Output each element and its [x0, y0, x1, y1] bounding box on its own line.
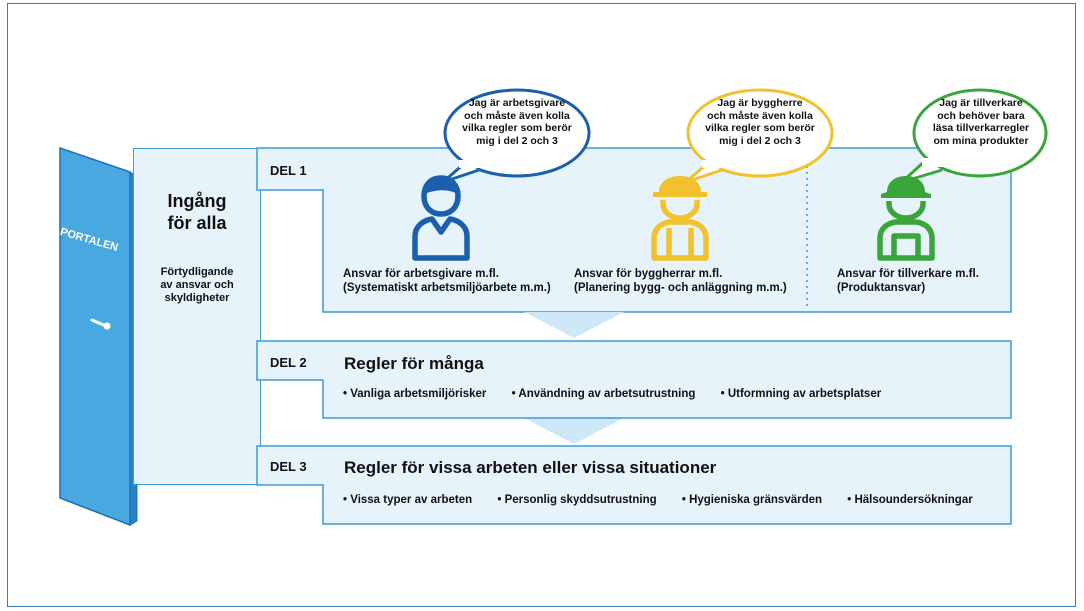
entrance-title: Ingång för alla	[133, 190, 261, 234]
del3-label: DEL 3	[270, 459, 307, 474]
list-item: • Vanliga arbetsmiljörisker	[343, 388, 487, 400]
bubble-line: och måste även kolla	[464, 109, 570, 122]
list-item-text: Vanliga arbetsmiljörisker	[350, 388, 487, 400]
bubble-line: mig i del 2 och 3	[476, 134, 558, 147]
list-item: • Personlig skyddsutrustning	[497, 494, 657, 506]
door-handle-icon	[90, 318, 111, 330]
responsibility-line: Ansvar för byggherrar m.fl.	[574, 268, 723, 280]
portal-door	[59, 146, 138, 527]
list-item: • Vissa typer av arbeten	[343, 494, 473, 506]
bubble-line: Jag är tillverkare	[939, 97, 1023, 109]
bubble-line: Jag är byggherre	[717, 97, 803, 109]
del2-label: DEL 2	[270, 355, 307, 370]
responsibility-line: Ansvar för arbetsgivare m.fl.	[343, 268, 499, 280]
bubble-line: mig i del 2 och 3	[719, 134, 801, 147]
bubble-line: och behöver bara	[937, 109, 1025, 122]
responsibility-line: (Systematiskt arbetsmiljöarbete m.m.)	[343, 282, 551, 294]
bubble-line: om mina produkter	[933, 134, 1029, 147]
bubble-line: vilka regler som berör	[462, 122, 572, 134]
bubble-employer-text: Jag är arbetsgivare och måste även kolla…	[445, 97, 589, 147]
entrance-subtitle-line: skyldigheter	[164, 292, 230, 304]
list-item-text: Vissa typer av arbeten	[350, 494, 473, 506]
bubble-line: läsa tillverkarregler	[932, 122, 1030, 134]
bubble-manufacturer-text: Jag är tillverkare och behöver bara läsa…	[913, 97, 1049, 147]
responsibility-employer: Ansvar för arbetsgivare m.fl. (Systemati…	[343, 267, 551, 295]
entrance-subtitle-line: Förtydligande	[160, 266, 234, 278]
hardhat-worker-icon	[651, 176, 709, 261]
del2-list: • Vanliga arbetsmiljörisker • Användning…	[343, 388, 903, 400]
cap-worker-icon	[877, 176, 935, 261]
arrow-del1-to-del2	[524, 312, 624, 338]
bubble-line: vilka regler som berör	[705, 122, 815, 134]
list-item-text: Hälsoundersökningar	[854, 494, 973, 506]
diagram-frame	[7, 3, 1076, 607]
responsibility-line: (Planering bygg- och anläggning m.m.)	[574, 282, 787, 294]
del1-label: DEL 1	[270, 163, 307, 178]
responsibility-line: Ansvar för tillverkare m.fl.	[837, 268, 979, 280]
list-item: • Utformning av arbetsplatser	[720, 388, 882, 400]
arrow-del2-to-del3	[524, 418, 624, 444]
entrance-title-line: Ingång	[167, 191, 227, 211]
responsibility-manufacturer: Ansvar för tillverkare m.fl. (Produktans…	[837, 267, 979, 295]
list-item-text: Hygieniska gränsvärden	[689, 494, 823, 506]
bubble-line: och måste även kolla	[707, 109, 813, 122]
del3-panel	[256, 445, 1012, 525]
list-item: • Hälsoundersökningar	[847, 494, 973, 506]
entrance-subtitle-line: av ansvar och	[160, 279, 234, 291]
list-item-text: Användning av arbetsutrustning	[518, 388, 696, 400]
bubble-builder	[684, 88, 834, 184]
responsibility-builder: Ansvar för byggherrar m.fl. (Planering b…	[574, 267, 787, 295]
del3-heading: Regler för vissa arbeten eller vissa sit…	[344, 458, 717, 477]
entrance-subtitle: Förtydligande av ansvar och skyldigheter	[133, 266, 261, 305]
list-item: • Hygieniska gränsvärden	[681, 494, 823, 506]
responsibility-line: (Produktansvar)	[837, 282, 926, 294]
list-item: • Användning av arbetsutrustning	[511, 388, 696, 400]
entrance-title-line: för alla	[167, 213, 227, 233]
bubble-builder-text: Jag är byggherre och måste även kolla vi…	[688, 97, 832, 147]
bubble-line: Jag är arbetsgivare	[468, 97, 566, 109]
del2-panel	[256, 340, 1012, 419]
bubble-employer	[441, 88, 591, 184]
del3-list: • Vissa typer av arbeten • Personlig sky…	[343, 494, 995, 506]
person-icon	[412, 175, 470, 261]
list-item-text: Utformning av arbetsplatser	[727, 388, 882, 400]
list-item-text: Personlig skyddsutrustning	[504, 494, 657, 506]
del2-heading: Regler för många	[344, 354, 484, 373]
entrance-panel	[133, 148, 261, 485]
